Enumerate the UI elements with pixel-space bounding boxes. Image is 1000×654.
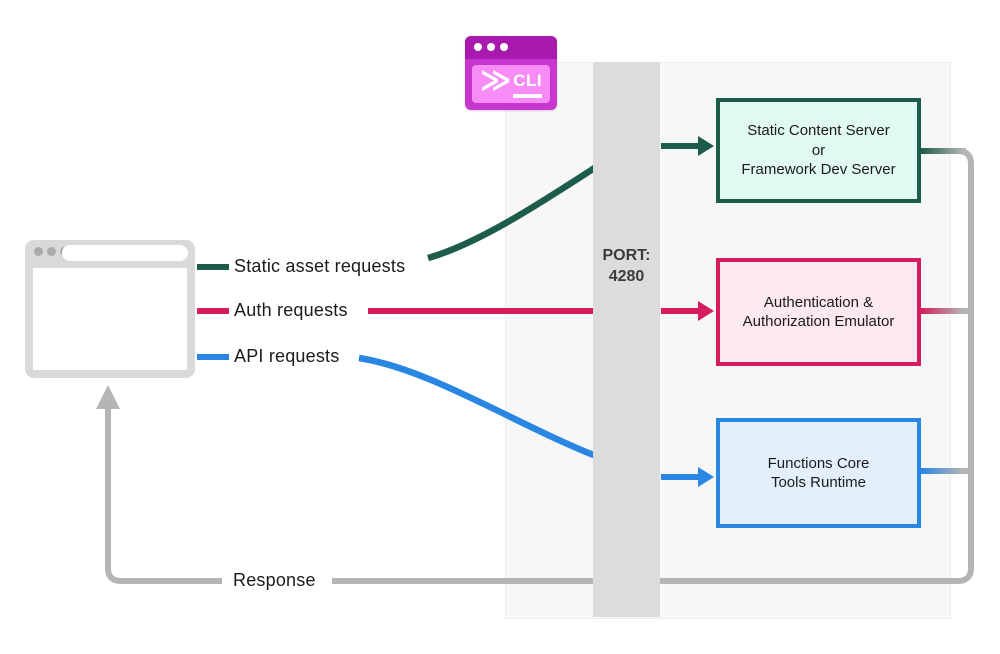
static-arrowhead-icon <box>698 136 714 156</box>
cli-label: CLI <box>513 71 543 98</box>
cli-window-dots-icon <box>474 43 508 51</box>
api-requests-label: API requests <box>234 346 340 366</box>
static-request-line <box>427 164 598 262</box>
static-box-line2: or <box>811 141 826 159</box>
cli-titlebar <box>465 36 557 59</box>
cli-terminal-body: ≫ CLI <box>472 65 550 103</box>
api-request-line <box>358 354 598 460</box>
auth-arrowhead-icon <box>698 301 714 321</box>
auth-emulator-box: Authentication & Authorization Emulator <box>716 258 921 366</box>
response-arrowhead-icon <box>96 385 120 409</box>
static-asset-requests-label: Static asset requests <box>234 256 406 276</box>
auth-requests-label: Auth requests <box>234 300 348 320</box>
port-label-line2: 4280 <box>608 268 645 285</box>
functions-box-line2: Tools Runtime <box>770 474 867 491</box>
browser-addressbar-icon <box>62 245 188 261</box>
api-arrowhead-icon <box>698 467 714 487</box>
static-box-line1: Static Content Server <box>747 122 890 140</box>
static-box-line3: Framework Dev Server <box>741 161 896 179</box>
port-label: PORT: 4280 <box>593 245 660 287</box>
browser-viewport <box>33 268 187 370</box>
double-chevron-icon: ≫ <box>479 64 512 97</box>
swa-cli-icon: ≫ CLI <box>465 36 557 110</box>
functions-runtime-box: Functions Core Tools Runtime <box>716 418 921 528</box>
port-bar: PORT: 4280 <box>593 62 660 617</box>
auth-box-line2: Authorization Emulator <box>742 313 895 330</box>
auth-box-line1: Authentication & <box>763 293 874 311</box>
response-label: Response <box>233 570 316 590</box>
static-content-server-box: Static Content Server or Framework Dev S… <box>716 98 921 203</box>
browser-icon <box>25 240 195 378</box>
response-line-left <box>105 406 222 584</box>
port-label-line1: PORT: <box>602 247 651 264</box>
functions-box-line1: Functions Core <box>767 454 870 472</box>
